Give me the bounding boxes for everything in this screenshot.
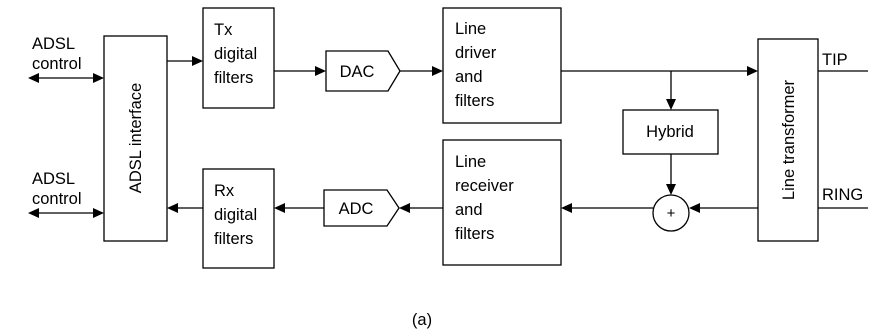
rx-filters-label-2: digital	[214, 206, 257, 224]
arrowhead	[28, 208, 39, 218]
tip-label: TIP	[822, 51, 848, 69]
rx-digital-filters-block	[202, 168, 275, 269]
tx-filters-label-3: filters	[214, 69, 253, 87]
line-driver-block	[442, 7, 562, 124]
hybrid-block	[622, 109, 719, 155]
arrowhead	[93, 208, 104, 218]
tx-digital-filters-block	[202, 7, 275, 109]
adc-block	[323, 189, 400, 227]
line-receiver-label-2: receiver	[455, 177, 514, 195]
adsl-control-bottom-label-1: ADSL	[32, 170, 75, 188]
arrowhead	[274, 203, 285, 213]
rx-filters-label-1: Rx	[214, 182, 235, 200]
tx-filters-label-2: digital	[214, 45, 257, 63]
line-driver-label-2: driver	[455, 44, 497, 62]
arrowhead	[689, 203, 700, 213]
adc-label: ADC	[339, 200, 374, 218]
arrowhead	[432, 66, 443, 76]
arrowhead	[28, 73, 39, 83]
arrowhead	[666, 184, 676, 195]
adsl-control-top-label-2: control	[32, 55, 82, 73]
line-transformer-block	[757, 38, 819, 242]
arrowhead	[399, 203, 410, 213]
hybrid-label: Hybrid	[646, 123, 694, 141]
line-driver-label-1: Line	[455, 20, 486, 38]
line-receiver-block	[442, 139, 562, 266]
line-driver-label-4: filters	[455, 92, 494, 110]
line-driver-label-3: and	[455, 68, 483, 86]
arrowhead	[192, 56, 203, 66]
line-receiver-label-1: Line	[455, 153, 486, 171]
summer-plus-label: +	[667, 205, 676, 222]
line-receiver-label-3: and	[455, 201, 483, 219]
caption: (a)	[412, 311, 432, 329]
arrowhead	[561, 203, 572, 213]
line-receiver-label-4: filters	[455, 225, 494, 243]
adsl-interface-block	[103, 35, 168, 242]
adsl-control-top-label-1: ADSL	[32, 35, 75, 53]
arrowhead	[747, 66, 758, 76]
dac-label: DAC	[340, 63, 375, 81]
rx-filters-label-3: filters	[214, 230, 253, 248]
arrowhead	[666, 99, 676, 110]
ring-label: RING	[822, 186, 863, 204]
adsl-control-bottom-label-2: control	[32, 190, 82, 208]
adsl-interface-label: ADSL interface	[127, 83, 145, 193]
arrowhead	[315, 66, 326, 76]
arrowhead	[167, 203, 178, 213]
dac-block	[325, 50, 401, 92]
tx-filters-label-1: Tx	[214, 21, 233, 39]
arrowhead	[93, 73, 104, 83]
line-transformer-label: Line transformer	[780, 79, 798, 200]
